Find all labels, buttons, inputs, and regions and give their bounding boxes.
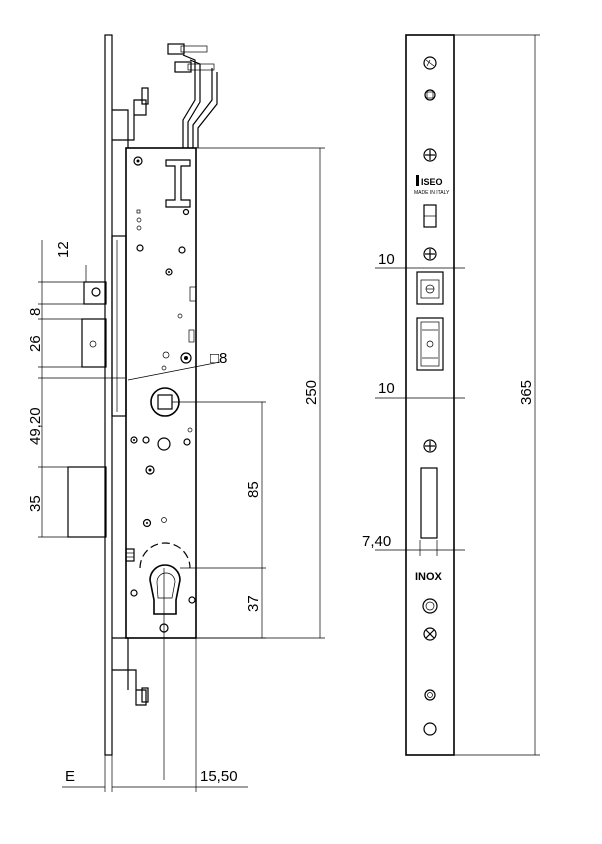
bolt-12 — [83, 281, 107, 305]
top-bracket — [112, 99, 147, 148]
faceplate-bolt-2 — [416, 317, 444, 371]
latch-slot — [125, 548, 135, 562]
mounting-bar — [111, 235, 127, 417]
dim-85: 85 — [245, 481, 262, 498]
faceplate-side — [104, 34, 113, 756]
dim-12: 12 — [55, 241, 72, 258]
dim-26: 26 — [27, 335, 44, 352]
dim-15-50: 15,50 — [200, 768, 238, 785]
latch-35 — [67, 466, 107, 538]
bottom-bracket — [112, 637, 147, 706]
dim-49-20: 49,20 — [27, 407, 44, 445]
brand-logo: ISEO — [421, 177, 443, 187]
cylinder-profile — [139, 542, 191, 633]
screw-2 — [423, 247, 437, 261]
made-in-label: MADE IN ITALY — [414, 190, 450, 196]
faceplate-front-view: ISEO MADE IN ITALY INOX — [405, 34, 455, 756]
faceplate-front — [405, 34, 455, 756]
dim-e: E — [65, 768, 75, 785]
lock-body-side-view — [67, 34, 218, 756]
screw-1 — [423, 148, 437, 162]
latch-opening — [420, 467, 438, 539]
material-label: INOX — [415, 571, 443, 583]
dim-35: 35 — [27, 495, 44, 512]
spindle-square — [157, 394, 173, 410]
screw-4 — [423, 627, 437, 641]
dim-7-40: 7,40 — [362, 533, 391, 550]
right-dimensions — [375, 34, 540, 756]
faceplate-bolt-1 — [416, 271, 444, 305]
left-dimensions — [38, 147, 325, 792]
bolt-26 — [81, 318, 107, 368]
dim-250: 250 — [303, 380, 320, 405]
dim-spindle: □8 — [210, 350, 227, 367]
dim-8: 8 — [27, 308, 44, 316]
switch-wires — [167, 43, 218, 148]
screw-3 — [423, 439, 437, 453]
dim-10-bottom: 10 — [378, 380, 395, 397]
lock-case — [125, 147, 197, 639]
i-beam-slot — [165, 159, 191, 208]
dim-365: 365 — [518, 380, 535, 405]
dim-37: 37 — [245, 595, 262, 612]
dim-10-top: 10 — [378, 251, 395, 268]
